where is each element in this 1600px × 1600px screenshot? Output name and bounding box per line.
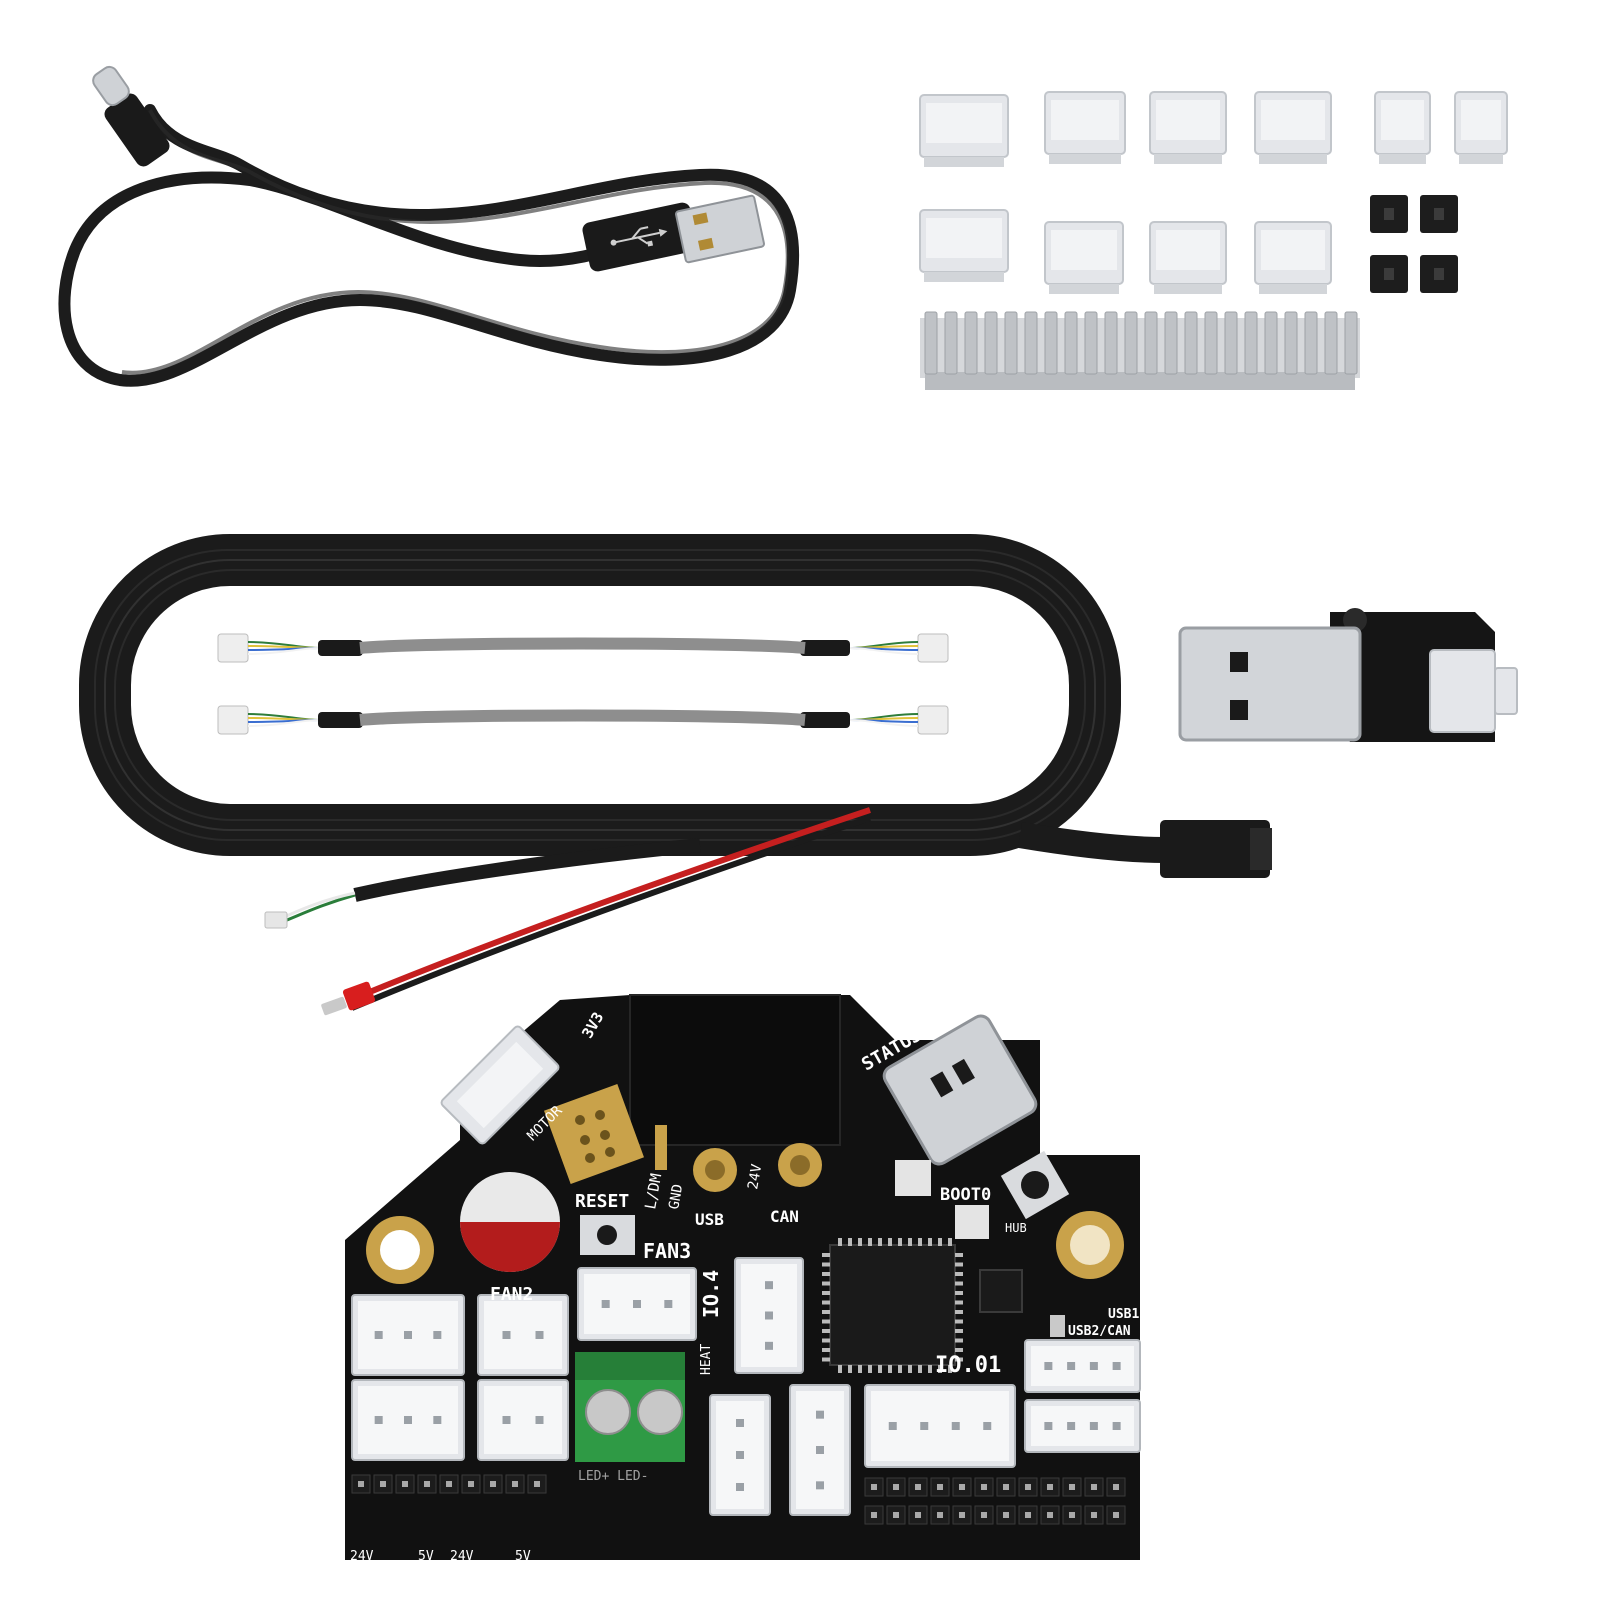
usb-adapter-board (1178, 608, 1518, 742)
label-io4: IO.4 (699, 1270, 723, 1318)
usb-trident-icon (610, 226, 668, 247)
jst-cable-1 (217, 633, 949, 663)
connector-housings (919, 91, 1508, 294)
label-can: CAN (770, 1207, 799, 1226)
label-24v-top: 24V (745, 1162, 765, 1190)
label-fan3: FAN3 (643, 1239, 691, 1263)
label-heat: HEAT (699, 1344, 714, 1375)
label-led: LED+ LED- (578, 1469, 648, 1484)
usb-c-plug (92, 65, 170, 167)
usb-a-plug (582, 194, 765, 272)
label-ldm: L/DM (641, 1172, 665, 1211)
label-usb1: USB1 (1108, 1307, 1139, 1322)
crimp-terminal-strip (920, 311, 1360, 390)
jumper-caps (1370, 195, 1458, 293)
jst-cable-2 (217, 705, 949, 735)
label-bottom-24v-1: 24V (350, 1549, 374, 1564)
toolhead-pcb: 3V3 MOTOR STATUS RESET FAN2 FAN3 IO.4 IO… (345, 994, 1141, 1564)
label-boot0: BOOT0 (940, 1185, 991, 1205)
label-usb2-can: USB2/CAN (1068, 1324, 1131, 1339)
label-bottom-5v-2: 5V (515, 1549, 531, 1564)
label-reset: RESET (575, 1191, 629, 1212)
label-bottom-5v-1: 5V (418, 1549, 434, 1564)
label-gnd: GND (666, 1183, 686, 1211)
label-fan2: FAN2 (490, 1284, 533, 1305)
label-usb: USB (695, 1210, 724, 1229)
label-bottom-24v-2: 24V (450, 1549, 474, 1564)
label-hub: HUB (1005, 1221, 1027, 1235)
label-io01: IO.01 (935, 1353, 1001, 1378)
flat-cable-loop (79, 534, 1272, 1016)
usb-c-cable (58, 65, 800, 387)
